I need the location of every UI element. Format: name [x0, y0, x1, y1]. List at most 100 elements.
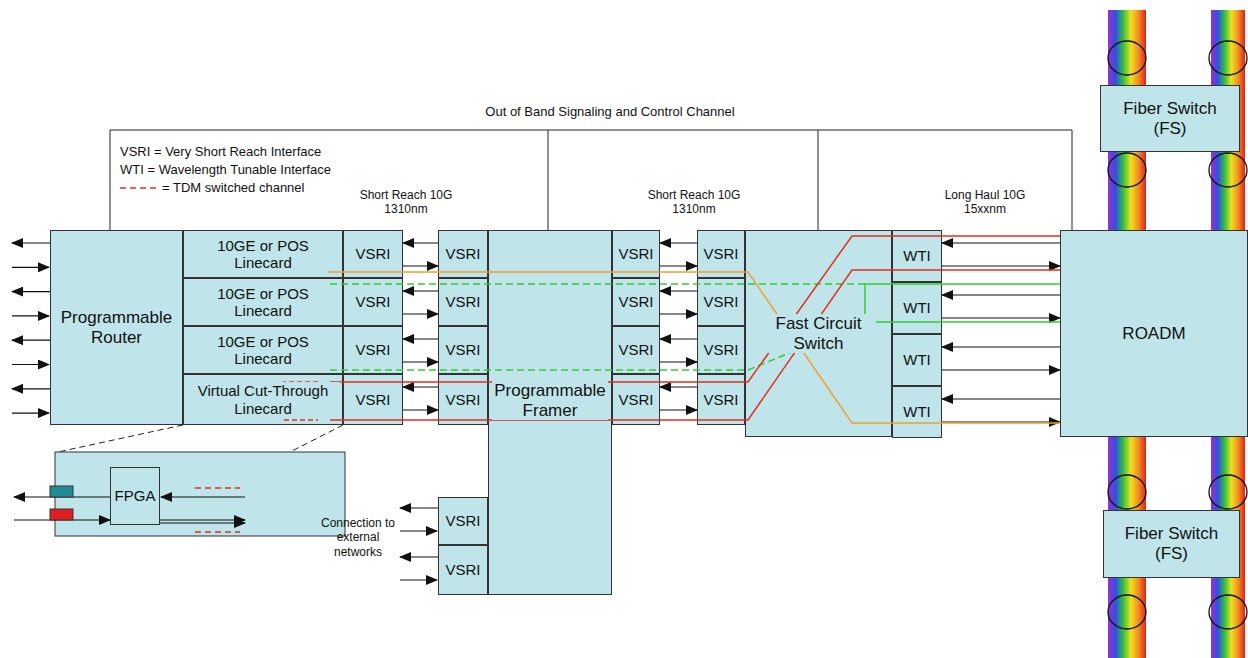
port-arrow — [12, 388, 50, 389]
port-arrow — [12, 413, 49, 414]
annotation-label: Connection to external networks — [318, 516, 398, 559]
legend-label: = TDM switched channel — [162, 180, 304, 196]
component-box: Fiber Switch (FS) — [1100, 85, 1240, 152]
component-box: Fiber Switch (FS) — [1103, 510, 1240, 578]
box-label: FPGA — [113, 487, 158, 504]
component-box: VSRI — [438, 545, 488, 595]
component-box: VSRI — [343, 230, 403, 278]
box-label: VSRI — [443, 512, 482, 529]
component-box: VSRI — [697, 326, 745, 374]
component-box: VSRI — [438, 326, 488, 374]
link-arrow — [403, 409, 438, 410]
inset-detail — [14, 425, 345, 536]
annotation-label: Out of Band Signaling and Control Channe… — [460, 104, 760, 120]
link-arrow — [942, 346, 1060, 347]
component-box: 10GE or POS Linecard — [183, 230, 343, 278]
port-arrow — [400, 530, 437, 531]
annotation-label: WTI = Wavelength Tunable Interface — [120, 162, 380, 178]
box-label: VSRI — [616, 245, 655, 262]
component-box: VSRI — [697, 278, 745, 326]
link-arrow — [403, 313, 438, 314]
box-label: VSRI — [443, 293, 482, 310]
link-arrow — [403, 242, 438, 243]
component-box: WTI — [892, 282, 942, 334]
link-arrow — [942, 369, 1060, 370]
box-label: VSRI — [443, 391, 482, 408]
link-arrow — [942, 242, 1060, 243]
component-box: WTI — [892, 334, 942, 386]
box-label: WTI — [901, 299, 933, 316]
link-arrow — [403, 290, 438, 291]
link-arrow — [403, 338, 438, 339]
component-box: VSRI — [343, 278, 403, 326]
component-box: ROADM — [1060, 230, 1248, 437]
link-arrow — [660, 242, 697, 243]
port-arrow — [12, 291, 50, 292]
component-box: Virtual Cut-Through Linecard — [183, 374, 343, 425]
port-arrow — [400, 556, 438, 557]
fpga-box: FPGA — [110, 467, 160, 525]
box-label: VSRI — [616, 293, 655, 310]
component-box: VSRI — [697, 230, 745, 278]
box-label: 10GE or POS Linecard — [186, 285, 340, 320]
component-box: VSRI — [438, 230, 488, 278]
box-label: Fiber Switch (FS) — [1114, 524, 1230, 563]
component-box: 10GE or POS Linecard — [183, 326, 343, 374]
link-arrow — [660, 386, 697, 387]
box-label: VSRI — [701, 293, 740, 310]
port-arrow — [12, 267, 49, 268]
box-label: Virtual Cut-Through Linecard — [186, 382, 340, 417]
component-box: 10GE or POS Linecard — [183, 278, 343, 326]
port-arrow — [12, 364, 49, 365]
legend-sample — [120, 187, 157, 189]
component-box: Programmable Router — [50, 230, 183, 425]
box-label: WTI — [901, 403, 933, 420]
link-arrow — [942, 294, 1060, 295]
component-box: WTI — [892, 386, 942, 438]
box-label: Programmable Framer — [492, 381, 608, 420]
link-arrow — [660, 361, 697, 362]
link-arrow — [660, 313, 697, 314]
component-box: VSRI — [438, 497, 488, 545]
box-label: VSRI — [701, 391, 740, 408]
box-label: VSRI — [353, 341, 392, 358]
port-arrow — [12, 315, 49, 316]
box-label: VSRI — [353, 245, 392, 262]
component-box: Fast Circuit Switch — [745, 230, 892, 437]
component-box: WTI — [892, 230, 942, 282]
component-box: VSRI — [438, 278, 488, 326]
box-label: 10GE or POS Linecard — [186, 333, 340, 368]
box-label: VSRI — [701, 341, 740, 358]
box-label: VSRI — [443, 341, 482, 358]
box-label: VSRI — [443, 561, 482, 578]
component-box: VSRI — [612, 230, 660, 278]
link-arrow — [660, 265, 697, 266]
port-arrow — [400, 579, 437, 580]
control-channel — [110, 130, 1072, 230]
link-arrow — [660, 290, 697, 291]
box-label: VSRI — [443, 245, 482, 262]
box-label: VSRI — [701, 245, 740, 262]
box-label: VSRI — [616, 341, 655, 358]
box-label: VSRI — [616, 391, 655, 408]
box-label: Programmable Router — [54, 308, 180, 347]
port-arrow — [12, 340, 50, 341]
box-label: Fiber Switch (FS) — [1112, 99, 1228, 138]
link-arrow — [660, 338, 697, 339]
link-arrow — [660, 409, 697, 410]
box-label: WTI — [901, 351, 933, 368]
link-arrow — [403, 386, 438, 387]
box-label: VSRI — [353, 293, 392, 310]
box-label: WTI — [901, 247, 933, 264]
link-arrow — [942, 265, 1060, 266]
annotation-label: Long Haul 10G 15xxnm — [944, 188, 1026, 217]
link-arrow — [942, 398, 1060, 399]
annotation-label: Short Reach 10G 1310nm — [356, 188, 456, 217]
annotation-label: VSRI = Very Short Reach Interface — [120, 144, 380, 160]
annotation-label: Short Reach 10G 1310nm — [644, 188, 744, 217]
link-arrow — [403, 361, 438, 362]
component-box: VSRI — [612, 278, 660, 326]
box-label: ROADM — [1120, 324, 1187, 344]
component-box: VSRI — [343, 326, 403, 374]
